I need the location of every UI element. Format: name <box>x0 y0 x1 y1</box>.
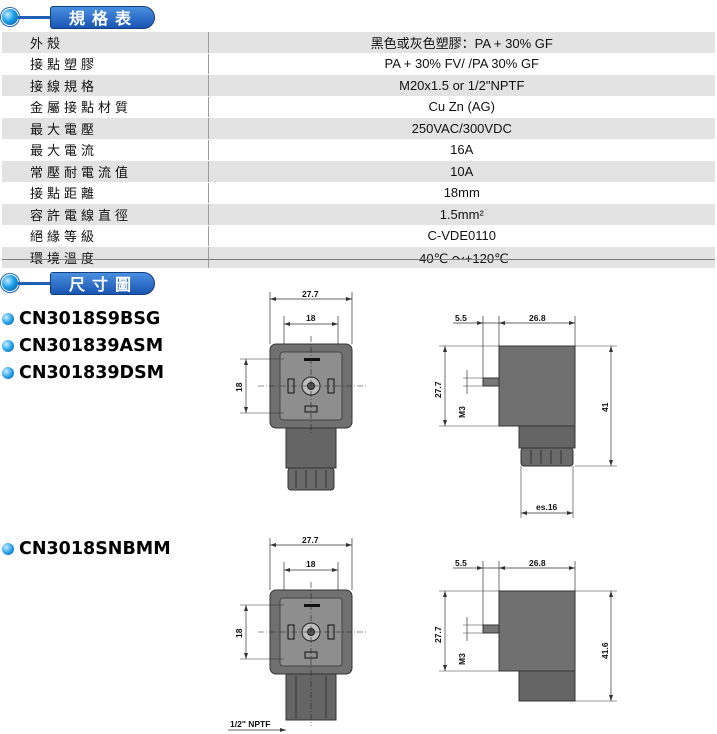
spec-row: 環境溫度-40℃ ～+120℃ <box>2 246 715 269</box>
dim-pin-spacing: 18 <box>306 559 316 569</box>
dim-side-left: 5.5 <box>455 313 467 323</box>
bullet-icon <box>2 543 14 555</box>
dim-front-width: 27.7 <box>302 289 319 299</box>
spec-value: 黑色或灰色塑膠：PA + 30% GF <box>208 32 715 54</box>
model-name: CN3018S9BSG <box>2 309 160 329</box>
spec-label: 最大電流 <box>2 139 209 161</box>
front-view-drawing-2: 27.7 18 18 1/2" NPTF <box>228 535 366 732</box>
spec-label: 絕緣等級 <box>2 225 209 247</box>
dim-side-thread: M3 <box>457 406 467 418</box>
spec-value: -40℃ ～+120℃ <box>208 246 715 269</box>
dim-pin-spacing: 18 <box>306 313 316 323</box>
spec-label: 金屬接點材質 <box>2 96 209 118</box>
spec-label: 外殼 <box>2 32 209 54</box>
bullet-icon <box>2 313 14 325</box>
bullet-icon <box>2 367 14 379</box>
model-name: CN301839ASM <box>2 336 163 356</box>
spec-value: 18mm <box>208 182 715 204</box>
model-name: CN301839DSM <box>2 363 164 383</box>
side-view-drawing-2: 5.5 26.8 27.7 M3 41.6 <box>433 558 617 702</box>
spec-label: 接點距離 <box>2 182 209 204</box>
dim-side-bottom: es.16 <box>536 502 558 512</box>
spec-label: 接點塑膠 <box>2 53 209 75</box>
spec-value: 1.5mm² <box>208 203 715 226</box>
spec-value: Cu Zn (AG) <box>208 96 715 118</box>
bullet-icon <box>2 340 14 352</box>
front-view-drawing-1: 27.7 18 18 <box>234 289 366 491</box>
spec-row: 外殼黑色或灰色塑膠：PA + 30% GF <box>2 32 715 54</box>
side-view-drawing-1: 5.5 26.8 27.7 M3 41 es.16 <box>433 313 617 518</box>
model-name: CN3018SNBMM <box>2 539 171 559</box>
dim-front-height: 18 <box>234 628 244 638</box>
dim-front-thread: 1/2" NPTF <box>230 719 270 729</box>
spec-value: PA + 30% FV/ /PA 30% GF <box>208 53 715 75</box>
dim-side-height: 41 <box>600 402 610 412</box>
dim-side-height-left: 27.7 <box>433 381 443 398</box>
dimension-section-header: 尺寸圖 <box>2 271 156 295</box>
dim-side-height: 41.6 <box>600 642 610 659</box>
bullet-icon <box>2 275 18 291</box>
spec-label: 環境溫度 <box>2 246 209 269</box>
spec-value: 16A <box>208 139 715 161</box>
dim-side-width: 26.8 <box>529 313 546 323</box>
spec-value: 10A <box>208 160 715 183</box>
dim-front-width: 27.7 <box>302 535 319 545</box>
dim-side-width: 26.8 <box>529 558 546 568</box>
spec-value: 250VAC/300VDC <box>208 117 715 140</box>
spec-label: 接線規格 <box>2 74 209 97</box>
dim-side-left: 5.5 <box>455 558 467 568</box>
spec-label: 常壓耐電流值 <box>2 160 209 183</box>
dim-side-height-left: 27.7 <box>433 626 443 643</box>
spec-value: M20x1.5 or 1/2"NPTF <box>208 74 715 97</box>
spec-label: 容許電線直徑 <box>2 203 209 226</box>
dim-side-thread: M3 <box>457 653 467 665</box>
bullet-icon <box>2 9 18 25</box>
spec-value: C-VDE0110 <box>208 225 715 247</box>
spec-section-title: 規格表 <box>50 5 156 29</box>
dim-front-height: 18 <box>234 382 244 392</box>
dimension-section-title: 尺寸圖 <box>50 271 156 295</box>
spec-section-header: 規格表 <box>2 5 156 29</box>
spec-label: 最大電壓 <box>2 117 209 140</box>
